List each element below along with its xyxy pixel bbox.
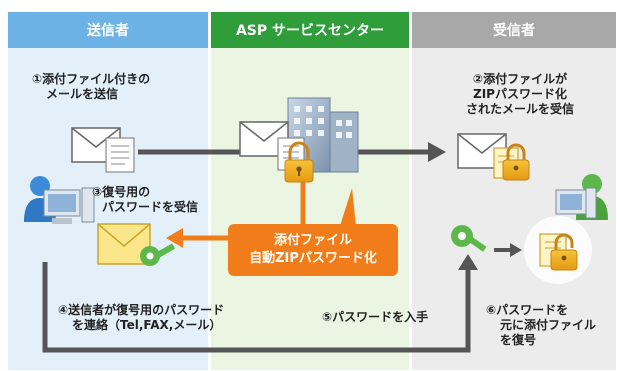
step3-text: ③復号用の パスワードを受信 <box>92 185 198 215</box>
step6-text: ⑥パスワードを 元に添付ファイル を復号 <box>486 303 596 348</box>
asp-column <box>211 12 409 370</box>
callout-line1: 添付ファイル <box>273 233 352 248</box>
step2-line1: ②添付ファイルが <box>472 72 568 86</box>
step1-line1: ①添付ファイル付きの <box>32 72 151 86</box>
step2-line3: されたメールを受信 <box>465 102 574 116</box>
padlock-icon <box>502 143 530 181</box>
step4-text: ④送信者が復号用のパスワード を連絡（Tel,FAX,メール） <box>58 303 224 333</box>
step1-text: ①添付ファイル付きの メールを送信 <box>32 72 150 102</box>
arrow-icon <box>510 243 522 257</box>
step6-line1: ⑥パスワードを <box>486 303 569 317</box>
step3-line1: ③復号用の <box>92 185 151 199</box>
key-icon <box>140 243 176 266</box>
asp-header: ASP サービスセンター <box>211 12 409 48</box>
arrow-icon <box>428 142 446 162</box>
computer-icon <box>43 187 95 224</box>
receiver-header: 受信者 <box>412 12 616 48</box>
padlock-icon <box>284 141 314 183</box>
callout-line2: 自動ZIPパスワード化 <box>249 251 377 266</box>
document-icon <box>105 137 135 173</box>
step6-line2: 元に添付ファイル <box>500 318 597 332</box>
step1-line2: メールを送信 <box>46 87 119 101</box>
step6-line3: を復号 <box>500 333 537 347</box>
envelope-icon <box>97 223 151 265</box>
callout-box <box>228 224 398 276</box>
callout-text: 添付ファイル 自動ZIPパスワード化 <box>228 232 398 268</box>
padlock-icon <box>550 233 578 271</box>
callout-pointer <box>340 188 356 226</box>
key-icon <box>451 225 487 252</box>
sender-header: 送信者 <box>8 12 208 48</box>
arrow-icon <box>458 254 478 270</box>
step2-line2: ZIPパスワード化 <box>473 87 567 101</box>
step4-line2: を連絡（Tel,FAX,メール） <box>72 318 222 332</box>
step4-line1: ④送信者が復号用のパスワード <box>58 303 225 317</box>
step3-line2: パスワードを受信 <box>102 200 199 214</box>
computer-icon <box>555 187 597 219</box>
arrow-icon <box>166 228 183 248</box>
step2-text: ②添付ファイルが ZIPパスワード化 されたメールを受信 <box>430 72 610 117</box>
step5-text: ⑤パスワードを入手 <box>322 310 429 324</box>
password-contact-line <box>42 262 471 353</box>
